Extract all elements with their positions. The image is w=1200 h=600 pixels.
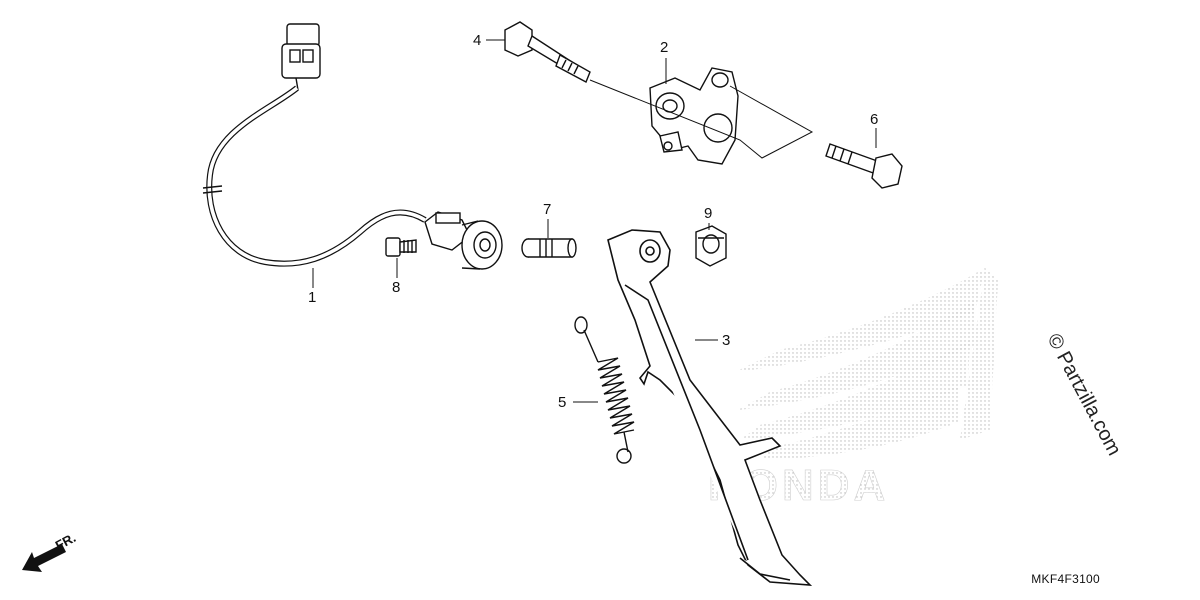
sidestand-switch-part-1[interactable]	[202, 23, 503, 270]
callout-7[interactable]: 7	[543, 201, 552, 218]
leader-lines	[312, 39, 877, 403]
diagram-code: MKF4F3100	[1031, 572, 1100, 586]
callout-8[interactable]: 8	[392, 279, 401, 296]
callout-4[interactable]: 4	[473, 32, 482, 49]
callout-9[interactable]: 9	[704, 205, 713, 222]
front-direction-arrow-icon	[22, 544, 66, 572]
bolt-part-4[interactable]	[504, 21, 591, 83]
honda-wing-watermark: HONDA	[708, 268, 998, 510]
spring-part-5[interactable]	[574, 316, 635, 464]
callout-2[interactable]: 2	[660, 39, 669, 56]
bracket-part-2[interactable]	[649, 67, 739, 165]
bolt-part-8[interactable]	[385, 237, 417, 257]
callout-3[interactable]: 3	[722, 332, 731, 349]
callout-5[interactable]: 5	[558, 394, 567, 411]
callout-1[interactable]: 1	[308, 289, 317, 306]
bolt-part-6[interactable]	[825, 143, 903, 189]
pivot-collar-part-7[interactable]	[521, 238, 577, 258]
side-stand-part-3[interactable]	[607, 229, 813, 586]
nut-part-9[interactable]	[695, 225, 727, 267]
callout-6[interactable]: 6	[870, 111, 879, 128]
